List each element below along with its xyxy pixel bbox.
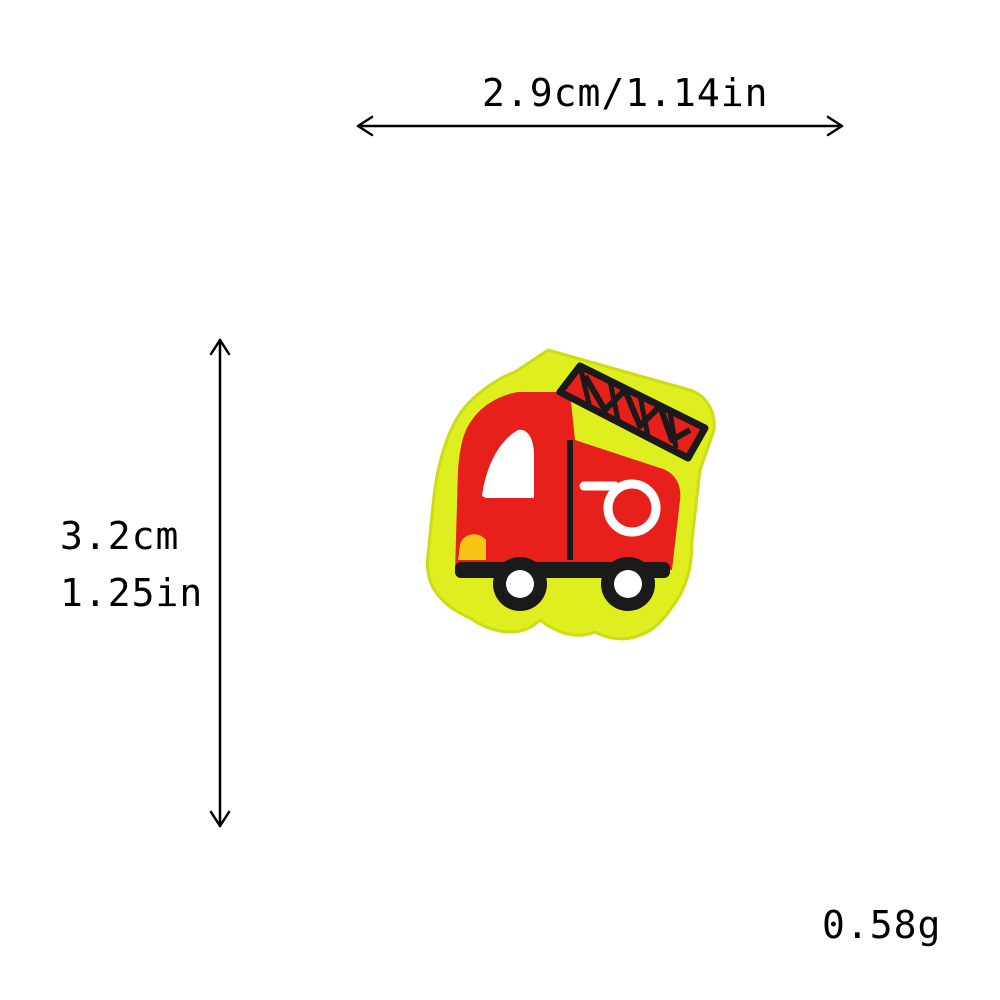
fire-truck-patch-icon [425, 348, 716, 641]
width-measurement-label: 2.9cm/1.14in [482, 71, 769, 115]
hose-reel [603, 479, 661, 537]
height-measurement-cm-label: 3.2cm [60, 514, 180, 558]
height-arrow [209, 338, 231, 828]
cab-window [482, 429, 534, 498]
rear-wheel [601, 557, 655, 611]
ladder [556, 362, 709, 462]
headlight [458, 534, 486, 560]
front-wheel [493, 557, 547, 611]
weight-label: 0.58g [822, 903, 942, 947]
width-arrow [356, 115, 844, 137]
height-measurement-in-label: 1.25in [60, 571, 204, 615]
